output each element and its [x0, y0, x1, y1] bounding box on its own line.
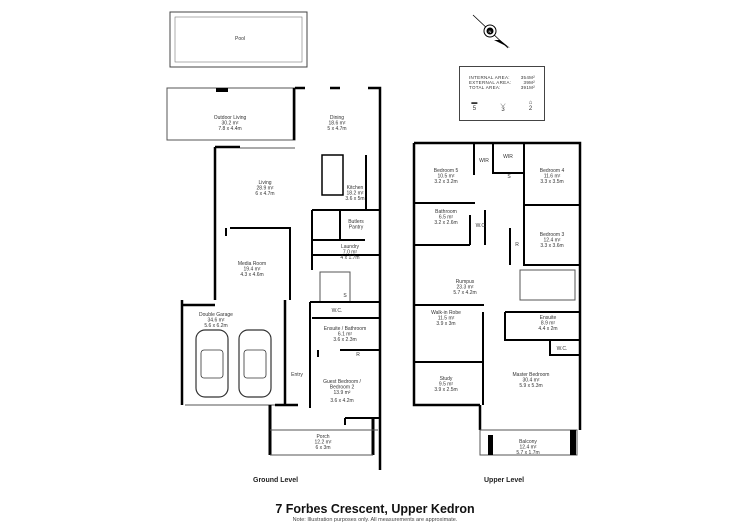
room-dims: 5.7 x 1.7m [516, 450, 539, 456]
room-name: Outdoor Living [214, 115, 247, 121]
s-label: S [507, 174, 511, 180]
room-dims: 6 x 3m [315, 445, 330, 451]
car-spaces-count: 2 [528, 106, 533, 112]
room-area: 19.4 m² [244, 267, 261, 273]
room-dims: 7.8 x 4.4m [218, 126, 241, 132]
room-label: Pool [235, 36, 245, 42]
room-area: 12.4 m² [520, 445, 537, 451]
room-dims: 3.2 x 3.2m [434, 179, 457, 185]
room-name: Bedroom 3 [540, 232, 565, 238]
room-dims: 5.7 x 4.2m [453, 290, 476, 296]
room-area: 11.6 m² [544, 174, 561, 180]
room-dims: 3.6 x 4.2m [330, 398, 353, 404]
total-area-label: TOTAL AREA: [469, 85, 501, 90]
s-label: S [343, 293, 347, 299]
bath-icon: ◡ [500, 101, 506, 107]
wc-label: W.C. [476, 223, 487, 229]
r-label: R [356, 352, 360, 358]
room-dims: 3.9 x 3m [436, 321, 455, 327]
room-dims: 4.4 x 2m [538, 326, 557, 332]
room-area: 7.0 m² [343, 250, 358, 256]
room-dims: 13.9 m² [334, 390, 351, 396]
wir-label: WIR [503, 154, 513, 160]
bedrooms-count: 5 [472, 106, 477, 112]
room-area: 18.2 m² [347, 191, 364, 197]
external-area-label: EXTERNAL AREA: [469, 80, 512, 85]
room-name: Media Room [238, 261, 266, 267]
wc-label: W.C. [557, 346, 568, 352]
room-area: 28.9 m² [257, 186, 274, 192]
room-name: Living [258, 180, 271, 186]
room-name: Balcony [519, 439, 537, 445]
upper-level-plan [412, 141, 582, 456]
room-name: Ensuite / Bathroom [324, 326, 367, 332]
room-name: Walk-in Robe [431, 310, 461, 316]
room-name: Rumpus [456, 279, 475, 285]
compass-north-label: N [489, 29, 492, 34]
room-name: Bedroom 4 [540, 168, 565, 174]
room-area: 6.5 m² [439, 215, 454, 221]
room-dims: 3.9 x 2.5m [434, 387, 457, 393]
room-area: 23.3 m² [457, 285, 474, 291]
room-dims: 4.3 x 4.6m [240, 272, 263, 278]
room-area: 12.4 m² [544, 238, 561, 244]
room-dims: 4 x 1.7m [340, 255, 359, 261]
room-name: Kitchen [347, 185, 364, 191]
room-area: 12.2 m² [315, 440, 332, 446]
room-name: Porch [316, 434, 329, 440]
room-dims: 5.9 x 5.3m [519, 383, 542, 389]
room-area: 8.9 m² [541, 321, 556, 327]
room-dims: 5 x 4.7m [327, 126, 346, 132]
room-dims: 3.3 x 3.5m [540, 179, 563, 185]
room-area: 18.6 m² [329, 121, 346, 127]
external-area-value: 39M² [523, 80, 535, 85]
pool [169, 11, 308, 68]
room-dims: 5.6 x 6.2m [204, 323, 227, 329]
room-dims: 6 x 4.7m [255, 191, 274, 197]
bathrooms-count: 3 [501, 107, 505, 113]
upper-level-label: Upper Level [484, 477, 525, 484]
room-area: 34.6 m² [208, 318, 225, 324]
room-area: Pantry [349, 225, 364, 231]
car-icon [195, 329, 229, 398]
ground-level-label: Ground Level [253, 477, 299, 484]
room-area: 30.2 m² [222, 121, 239, 127]
room-area: Bedroom 2 [330, 385, 355, 391]
compass-icon: N [472, 14, 510, 49]
room-dims: 3.2 x 2.6m [434, 220, 457, 226]
bed-icon: ▬ [471, 100, 478, 106]
room-dims: 3.6 x 5m [345, 196, 364, 202]
r-label: R [515, 242, 519, 248]
total-area-value: 391M² [520, 85, 535, 90]
room-name: Double Garage [199, 312, 233, 318]
room-area: 6.1 m² [338, 332, 353, 338]
room-area: 11.5 m² [438, 316, 455, 322]
room-name: Bathroom [435, 209, 457, 215]
room-dims: 3.3 x 3.6m [540, 243, 563, 249]
room-name: Bedroom 5 [434, 168, 459, 174]
room-name: Study [440, 376, 453, 382]
disclaimer-note: Note: Illustration purposes only. All me… [292, 517, 458, 523]
room-name: Butlers [348, 219, 364, 225]
room-name: Dining [330, 115, 344, 121]
room-name: Master Bedroom [513, 372, 550, 378]
room-area: 30.4 m² [523, 378, 540, 384]
room-area: 9.5 m² [439, 382, 454, 388]
room-name: Entry [291, 372, 303, 378]
ground-level-plan [166, 86, 382, 470]
room-name: Laundry [341, 244, 360, 250]
car-icon: ⌂ [528, 100, 533, 106]
room-name: Guest Bedroom / [323, 379, 361, 385]
internal-area-value: 354M² [520, 75, 535, 80]
room-dims: 3.6 x 2.3m [333, 337, 356, 343]
room-area: 10.5 m² [438, 174, 455, 180]
car-icon [238, 329, 272, 398]
wc-label: W.C. [332, 308, 343, 314]
wir-label: WIR [479, 158, 489, 164]
area-summary-box: INTERNAL AREA: 354M² EXTERNAL AREA: 39M² T… [459, 66, 545, 121]
internal-area-label: INTERNAL AREA: [469, 75, 510, 80]
page-title: 7 Forbes Crescent, Upper Kedron [275, 502, 475, 516]
room-name: Ensuite [540, 315, 557, 321]
